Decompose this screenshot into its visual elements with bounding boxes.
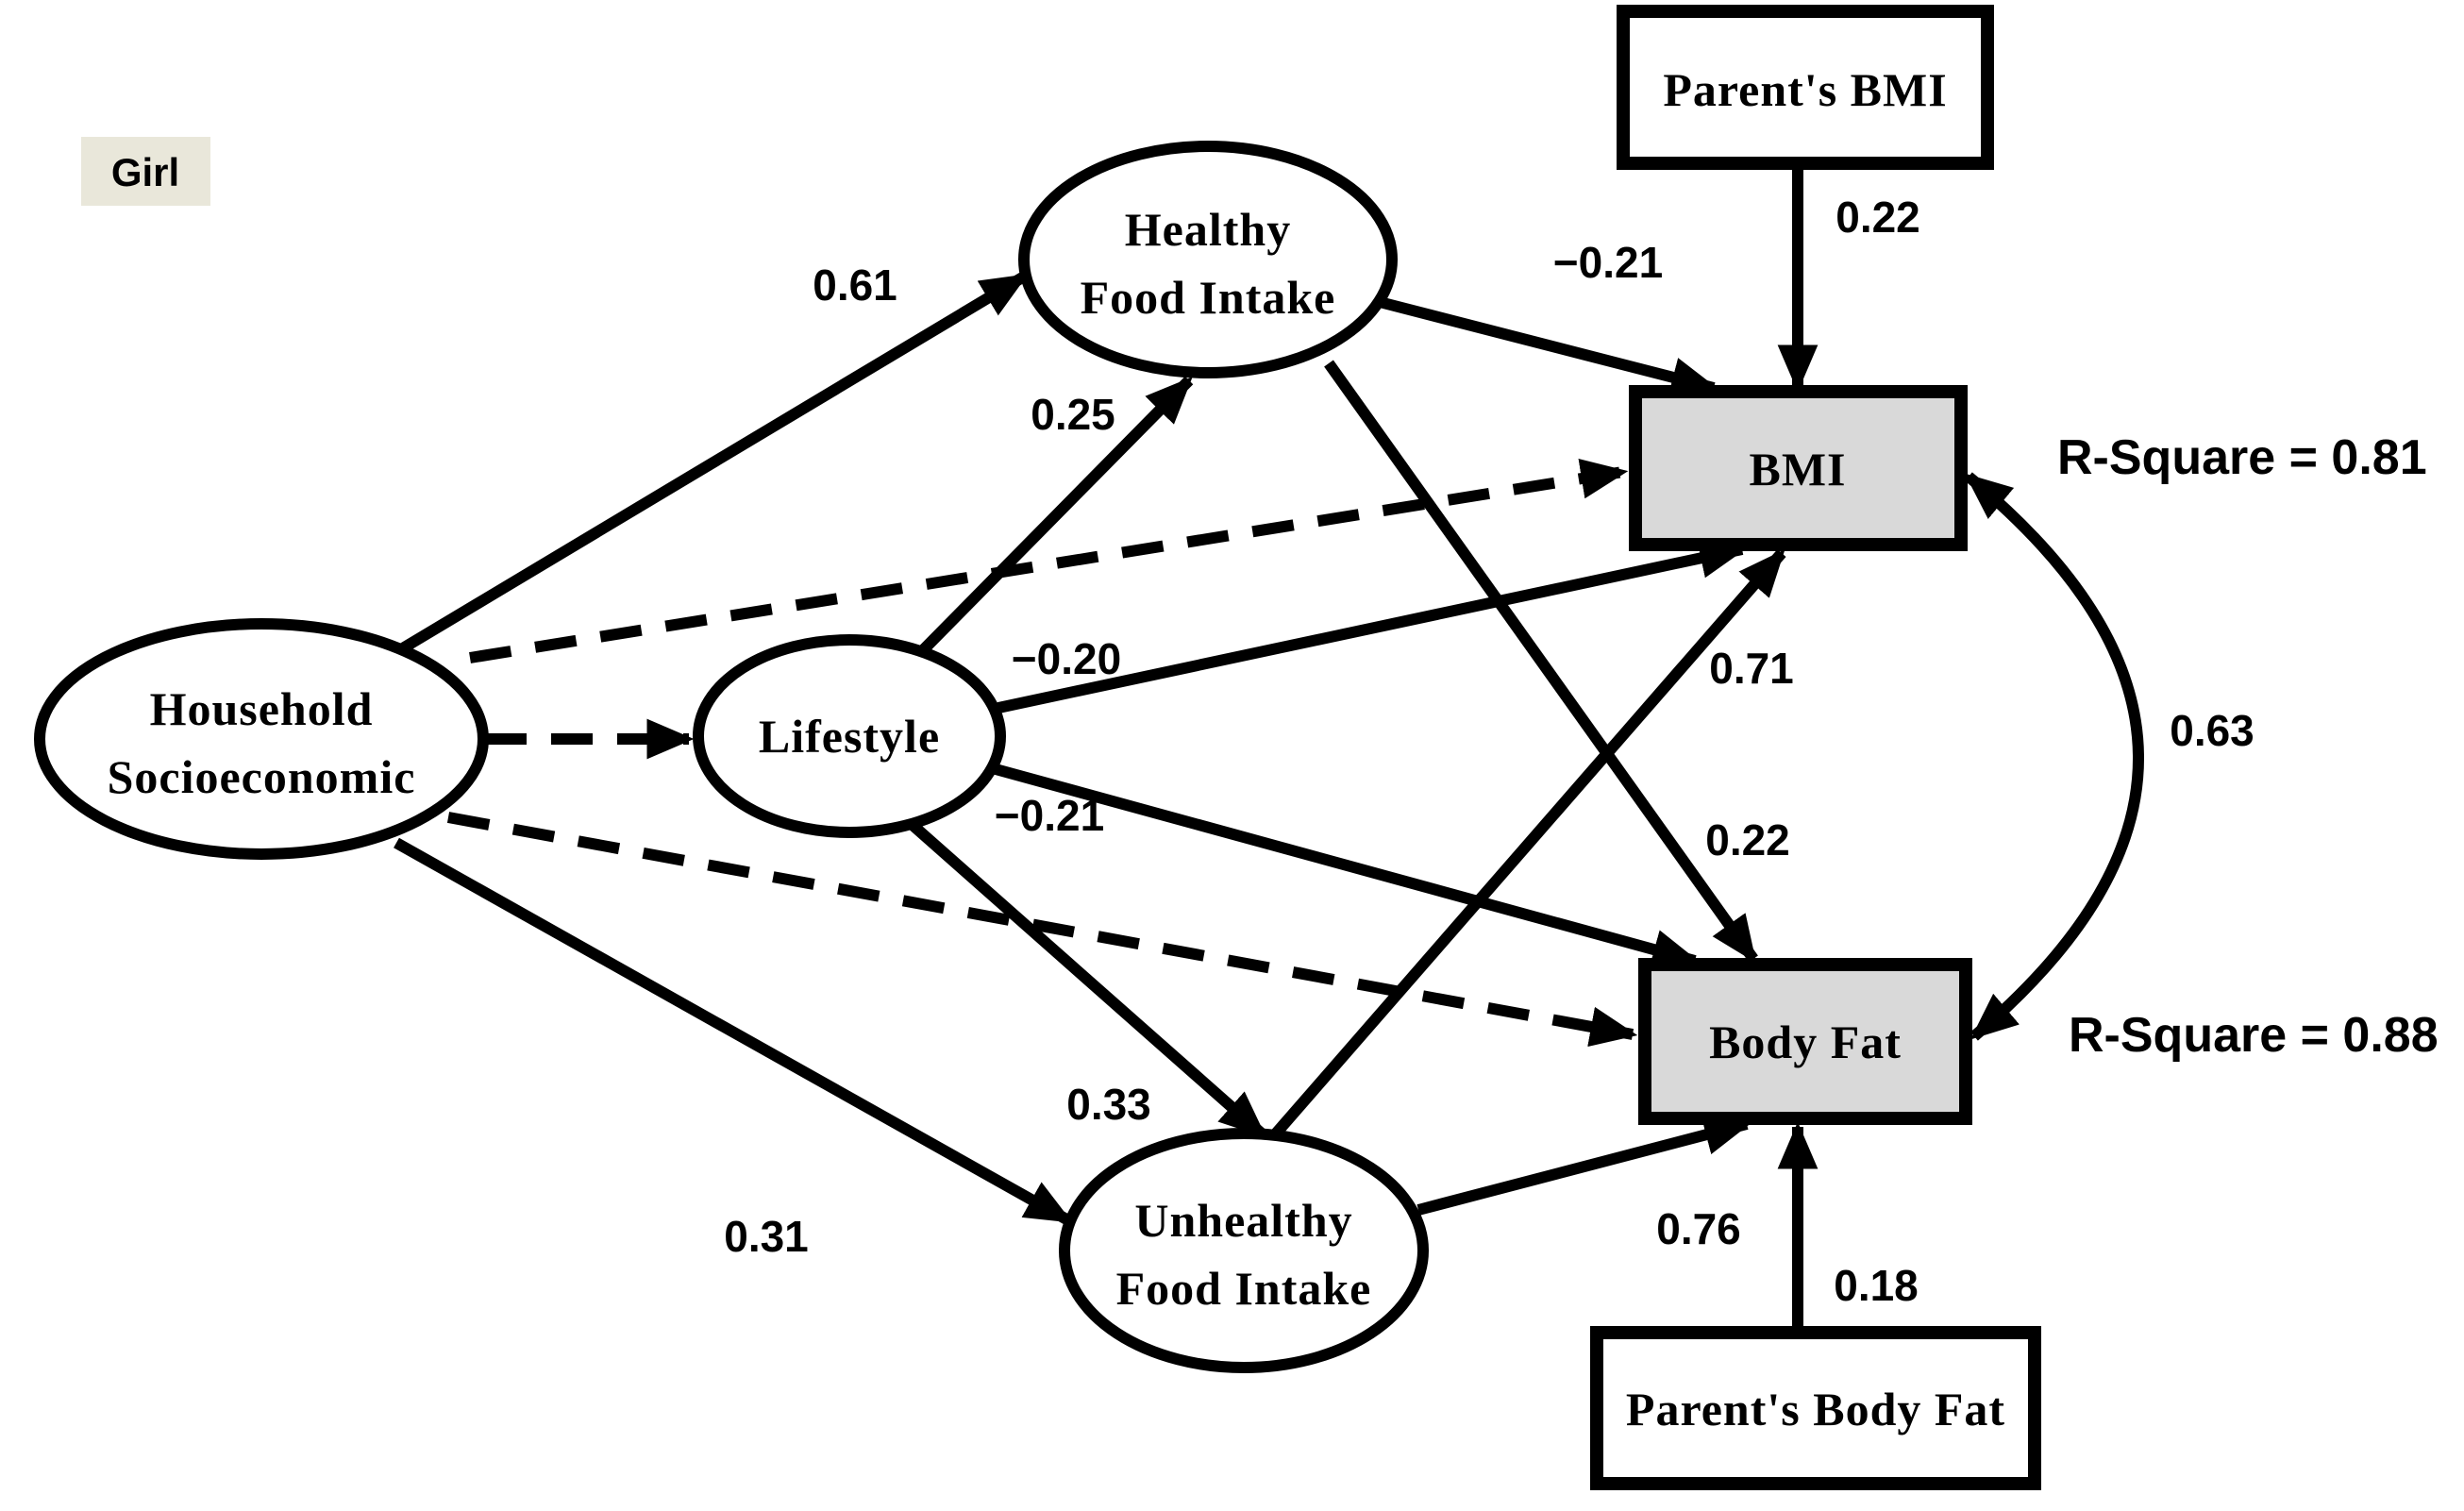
path-unhealthy-to-bodyfat	[1416, 1115, 1752, 1216]
node-parent-body-fat: Parent's Body Fat	[1590, 1326, 2041, 1490]
r-square-body-fat: R-Square = 0.88	[2069, 1008, 2439, 1063]
path-lifestyle-to-unhealthy	[902, 814, 1267, 1139]
coefficient-labels: 0.61 0.31 0.25 0.33 −0.20 −0.21 −0.21 0.…	[724, 193, 2438, 1310]
node-unhealthy-food-intake: Unhealthy Food Intake	[1059, 1128, 1429, 1373]
household-label-line2: Socioeconomic	[108, 750, 416, 803]
parent-bmi-box	[1617, 5, 1994, 170]
coef-parentbodyfat-bodyfat: 0.18	[1834, 1261, 1919, 1310]
node-bmi: BMI	[1629, 385, 1968, 551]
healthy-label-line2: Food Intake	[1081, 271, 1336, 324]
node-group-label-girl: Girl	[81, 137, 210, 206]
unhealthy-label-line1: Unhealthy	[1134, 1194, 1352, 1247]
node-parent-bmi: Parent's BMI	[1617, 5, 1994, 170]
parent-body-fat-box	[1590, 1326, 2041, 1490]
coef-household-healthy: 0.61	[813, 260, 897, 310]
coef-bmi-bodyfat-correlation: 0.63	[2170, 706, 2254, 755]
healthy-ellipse	[1018, 141, 1398, 378]
coef-lifestyle-bodyfat: −0.21	[995, 791, 1104, 840]
node-body-fat: Body Fat	[1638, 958, 1972, 1125]
path-bmi-bodyfat-correlation	[1964, 472, 2144, 1041]
body-fat-label: Body Fat	[1709, 1016, 1902, 1068]
lifestyle-ellipse	[693, 634, 1006, 838]
r-square-bmi: R-Square = 0.81	[2057, 430, 2427, 485]
coef-unhealthy-bodyfat: 0.76	[1656, 1204, 1741, 1253]
path-unhealthy-to-bmi	[1271, 548, 1786, 1137]
girl-label-box	[81, 137, 210, 206]
node-lifestyle: Lifestyle	[693, 634, 1006, 838]
unhealthy-ellipse	[1059, 1128, 1429, 1373]
bmi-box	[1629, 385, 1968, 551]
parent-bmi-label: Parent's BMI	[1663, 63, 1947, 116]
node-household-socioeconomic: Household Socioeconomic	[34, 618, 489, 860]
path-healthy-to-bmi	[1378, 296, 1719, 397]
path-lifestyle-to-bodyfat	[994, 764, 1701, 969]
coef-lifestyle-healthy: 0.25	[1031, 390, 1115, 439]
coef-household-unhealthy: 0.31	[724, 1212, 809, 1261]
parent-body-fat-label: Parent's Body Fat	[1626, 1383, 2005, 1435]
path-household-to-unhealthy	[394, 837, 1073, 1226]
coef-healthy-bmi: −0.21	[1553, 238, 1663, 287]
coef-lifestyle-unhealthy: 0.33	[1066, 1080, 1151, 1129]
bmi-label: BMI	[1750, 443, 1847, 495]
path-household-to-bodyfat-dashed	[446, 812, 1638, 1048]
lifestyle-label: Lifestyle	[759, 710, 940, 763]
body-fat-box	[1638, 958, 1972, 1125]
coef-unhealthy-bmi: 0.71	[1709, 644, 1794, 693]
household-label-line1: Household	[150, 682, 374, 735]
household-ellipse	[34, 618, 489, 860]
coef-parentbmi-bmi: 0.22	[1835, 193, 1920, 242]
path-healthy-to-bodyfat	[1324, 360, 1758, 964]
healthy-label-line1: Healthy	[1125, 203, 1291, 256]
path-household-to-healthy	[397, 271, 1029, 655]
girl-label: Girl	[111, 150, 179, 194]
path-lifestyle-to-bmi	[997, 538, 1748, 714]
node-healthy-food-intake: Healthy Food Intake	[1018, 141, 1398, 378]
coef-healthy-bodyfat: 0.22	[1705, 815, 1790, 865]
path-lifestyle-to-healthy	[915, 376, 1194, 658]
coef-lifestyle-bmi: −0.20	[1012, 634, 1121, 683]
path-arrows	[394, 167, 2144, 1329]
unhealthy-label-line2: Food Intake	[1116, 1262, 1372, 1315]
